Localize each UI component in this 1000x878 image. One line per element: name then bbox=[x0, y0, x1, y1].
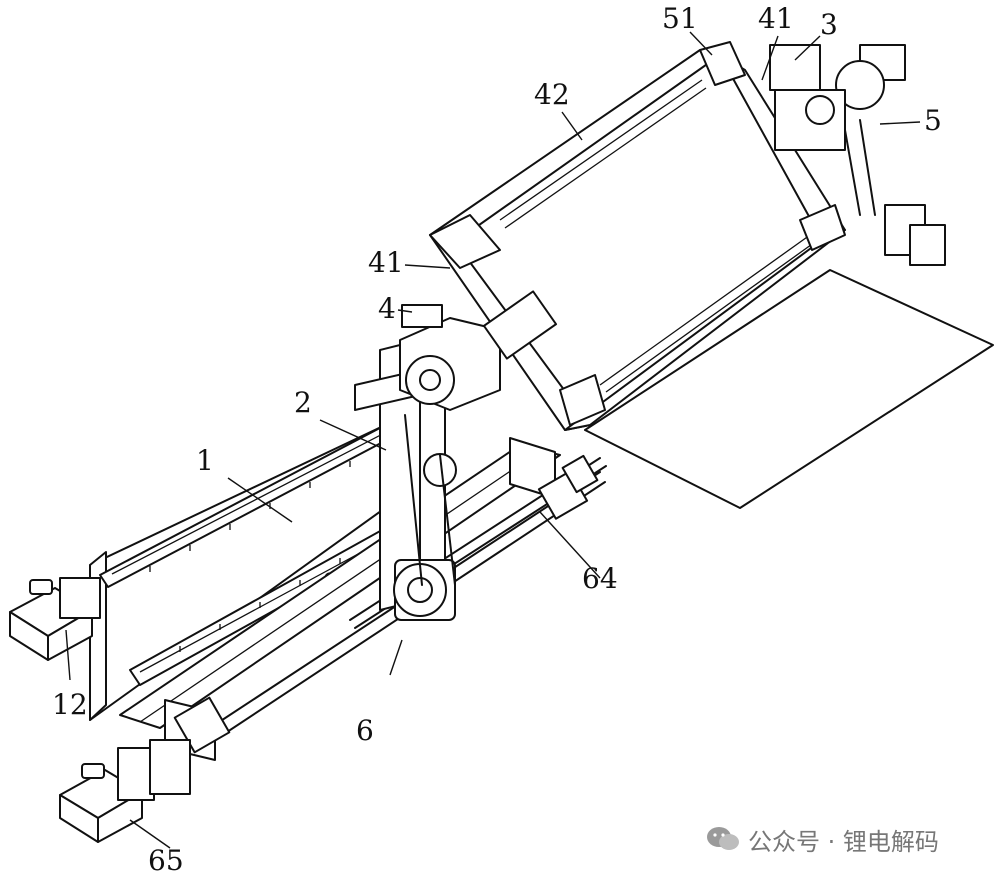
label-65: 65 bbox=[148, 844, 184, 877]
label-6: 6 bbox=[356, 714, 374, 747]
label-2: 2 bbox=[294, 386, 312, 419]
label-41-top: 41 bbox=[758, 2, 794, 35]
label-1: 1 bbox=[196, 444, 214, 477]
motor-12 bbox=[9, 577, 101, 661]
label-5: 5 bbox=[924, 104, 942, 137]
watermark-text: 公众号 · 锂电解码 bbox=[748, 827, 939, 856]
label-42: 42 bbox=[534, 78, 570, 111]
label-64: 64 bbox=[582, 562, 618, 595]
wechat-icon bbox=[707, 827, 739, 850]
rotating-frame bbox=[429, 41, 846, 431]
label-51: 51 bbox=[662, 2, 698, 35]
watermark: 公众号 · 锂电解码 bbox=[706, 822, 939, 856]
material-sheet bbox=[584, 269, 994, 509]
rail-teeth bbox=[149, 461, 351, 652]
label-3: 3 bbox=[820, 8, 838, 41]
label-41-left: 41 bbox=[368, 246, 404, 279]
motor-4 bbox=[399, 304, 501, 411]
motor-65 bbox=[59, 739, 191, 843]
label-4: 4 bbox=[378, 292, 396, 325]
label-12: 12 bbox=[52, 688, 88, 721]
frame-drive bbox=[769, 44, 946, 266]
